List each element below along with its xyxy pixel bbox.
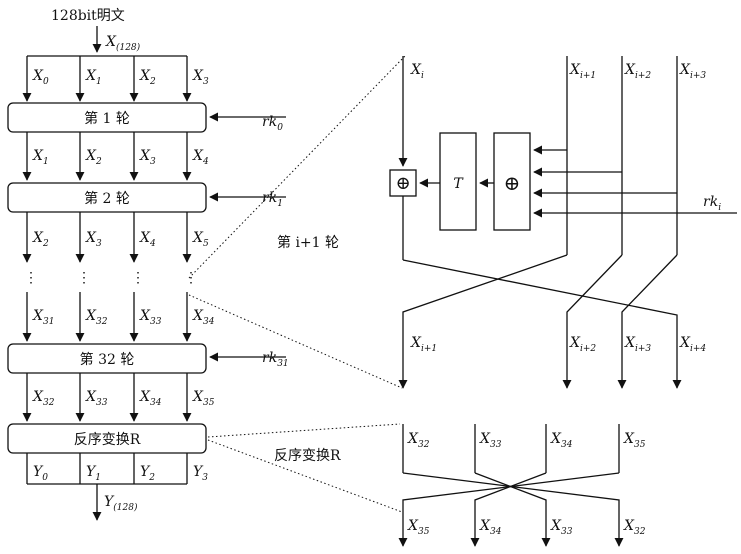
svg-text:⋮: ⋮ — [24, 270, 38, 286]
continuation-dots: ⋮ ⋮ ⋮ ⋮ — [24, 270, 198, 286]
output-label: Y(128) — [104, 494, 138, 513]
round-detail: ⊕ T ⊕ rki — [389, 56, 737, 389]
reverse-detail-top-labels-2: X34 — [550, 431, 573, 450]
round-detail-top-labels: Xi Xi+1 Xi+2 Xi+3 — [410, 62, 706, 81]
round-detail-top-labels-3: Xi+3 — [679, 62, 706, 81]
svg-text:⋮: ⋮ — [131, 270, 145, 286]
round-2-label: 第 2 轮 — [84, 190, 130, 207]
round-detail-bottom-labels-3: Xi+4 — [679, 335, 706, 354]
xi4-path — [402, 259, 682, 389]
row3-label-1: X32 — [85, 308, 108, 327]
row4-label-1: X33 — [85, 389, 108, 408]
row4-arrows — [22, 373, 192, 422]
round-2-box — [7, 182, 207, 213]
row1-label-1: X2 — [85, 148, 102, 167]
row3-arrows — [22, 292, 192, 342]
reverse-detail-bottom-labels: X35 X34 X33 X32 — [407, 518, 646, 537]
row3-label-2: X33 — [139, 308, 162, 327]
row2-label-1: X3 — [85, 230, 102, 249]
round-detail-bottom-labels: Xi+1 Xi+2 Xi+3 Xi+4 — [410, 335, 706, 354]
round-detail-title: 第 i+1 轮 — [277, 234, 339, 251]
xi2-cross-path — [562, 254, 623, 389]
round-32-box — [7, 343, 207, 374]
row5-label-2: Y2 — [140, 464, 155, 483]
row5-labels: Y0 Y1 Y2 Y3 — [33, 464, 208, 483]
row1-label-3: X4 — [192, 148, 209, 167]
xor-left-box — [389, 169, 417, 197]
round-1-label: 第 1 轮 — [84, 110, 130, 127]
reverse-detail-bottom-labels-1: X34 — [479, 518, 502, 537]
zoom-lines — [188, 55, 406, 513]
plaintext-label: 128bit明文 — [51, 8, 125, 24]
row0-arrows — [22, 56, 192, 102]
row4-label-2: X34 — [139, 389, 162, 408]
xor-left-icon: ⊕ — [395, 173, 410, 194]
row0-label-3: X3 — [192, 68, 209, 87]
rk1-label: rk1 — [262, 190, 283, 209]
row5-lines — [26, 453, 188, 485]
round-detail-top-labels-2: Xi+2 — [624, 62, 651, 81]
rk31-label: rk31 — [262, 350, 289, 369]
row2-labels: X2 X3 X4 X5 — [32, 230, 209, 249]
xor-right-icon: ⊕ — [504, 171, 521, 195]
row0-label-1: X1 — [85, 68, 102, 87]
reverse-detail-bottom-labels-3: X32 — [623, 518, 646, 537]
reverse-detail-top-labels-0: X32 — [407, 431, 430, 450]
round-detail-top-labels-1: Xi+1 — [569, 62, 596, 81]
row1-label-0: X1 — [32, 148, 49, 167]
round-detail-bottom-labels-1: Xi+2 — [569, 335, 596, 354]
t-label: T — [453, 176, 464, 192]
reverse-transform-box — [7, 423, 207, 454]
reverse-detail-top-labels-1: X33 — [479, 431, 502, 450]
reverse-detail-top-labels-3: X35 — [623, 431, 646, 450]
reverse-detail-bottom-labels-2: X33 — [550, 518, 573, 537]
row3-label-0: X31 — [32, 308, 54, 327]
xi3-cross-path — [617, 254, 678, 389]
reverse-detail — [398, 424, 624, 547]
row1-arrows — [22, 132, 192, 181]
row2-label-0: X2 — [32, 230, 49, 249]
xor-right-box — [493, 132, 531, 231]
row4-label-3: X35 — [192, 389, 215, 408]
row0-label-0: X0 — [32, 68, 49, 87]
row4-labels: X32 X33 X34 X35 — [32, 389, 215, 408]
row1-labels: X1 X2 X3 X4 — [32, 148, 209, 167]
row5-label-1: Y1 — [86, 464, 101, 483]
round-detail-bottom-labels-0: Xi+1 — [410, 335, 437, 354]
row0-label-2: X2 — [139, 68, 156, 87]
row2-label-2: X4 — [139, 230, 156, 249]
round-32-label: 第 32 轮 — [80, 351, 135, 368]
input-label: X(128) — [105, 34, 141, 53]
round-1-box — [7, 102, 207, 133]
t-box — [439, 132, 477, 231]
row4-label-0: X32 — [32, 389, 55, 408]
round-detail-top-labels-0: Xi — [410, 62, 424, 81]
row3-labels: X31 X32 X33 X34 — [32, 308, 215, 327]
reverse-detail-top-labels: X32 X33 X34 X35 — [407, 431, 646, 450]
row5-label-3: Y3 — [193, 464, 208, 483]
row0-labels: X0 X1 X2 X3 — [32, 68, 209, 87]
row5-label-0: Y0 — [33, 464, 48, 483]
row1-label-2: X3 — [139, 148, 156, 167]
reverse-transform-label: 反序变换R — [74, 431, 141, 448]
xi1-cross-path — [398, 254, 568, 389]
reverse-detail-bottom-labels-0: X35 — [407, 518, 430, 537]
row2-label-3: X5 — [192, 230, 209, 249]
row3-label-3: X34 — [192, 308, 215, 327]
round-detail-bottom-labels-2: Xi+3 — [624, 335, 651, 354]
row2-arrows — [22, 212, 192, 263]
svg-text:⋮: ⋮ — [77, 270, 91, 286]
reverse-detail-label: 反序变换R — [274, 447, 341, 464]
rki-label: rki — [703, 194, 721, 213]
rk0-label: rk0 — [262, 114, 283, 133]
svg-text:⋮: ⋮ — [184, 270, 198, 286]
